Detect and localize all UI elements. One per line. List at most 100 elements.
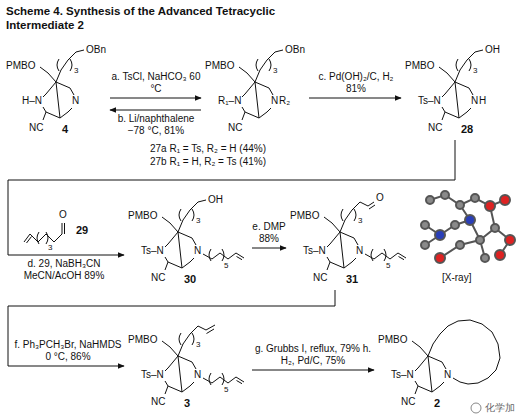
scheme-title: Scheme 4. Synthesis of the Advanced Tetr… [6,4,316,32]
chain-subscript: 3 [48,243,52,252]
chain-subscript: 3 [358,216,362,225]
drawing-use [162,217,196,270]
atom-label: O [59,209,67,221]
compound-4-art [40,50,84,120]
drawing-circle [476,236,484,244]
drawing-circle [456,201,464,209]
watermark: 化学加 [485,402,515,414]
atom-label: PMBO [6,60,35,72]
drawing-circle [471,194,479,202]
atom-label: NC [401,396,415,408]
compound-30-art [162,200,244,270]
drawing-circle [465,215,475,225]
chain-subscript: 3 [273,66,277,75]
drawing-use [178,202,198,232]
atom-label: Ts–N [141,245,164,257]
atom-label: H [479,95,486,107]
reaction-arrow [8,140,455,255]
atom-label: PMBO [205,60,234,72]
drawing-circle [491,224,499,232]
compound-28-art [439,50,483,120]
atom-label: N [471,95,478,107]
atom-label: Ts–N [303,245,326,257]
chain-subscript: 5 [224,261,228,270]
drawing-use [412,341,446,394]
atom-label: O [376,192,384,204]
drawing-use [178,326,198,356]
drawing-use [324,217,358,270]
reaction-arrow [8,290,335,366]
drawing-circle [441,191,449,199]
atom-label: NC [151,272,165,284]
atom-label: H–N [22,95,42,107]
reaction-arrow [252,248,286,249]
drawing-circle [505,235,515,245]
xray-structure [421,191,515,263]
drawing-circle [500,195,510,205]
reagent-label: c. Pd(OH)₂/C, H₂ 81% [310,71,402,95]
atom-label: OBn [86,44,106,56]
atom-label: 27b R₁ = H, R₂ = Ts (41%) [150,156,266,168]
atom-label: R₂ [279,95,290,107]
atom-label: Ts–N [418,95,441,107]
drawing-use [203,249,244,261]
drawing-use [255,52,275,82]
chain-subscript: 3 [196,216,200,225]
drawing-use [203,373,244,385]
atom-label: 27a R₁ = Ts, R₂ = H (44%) [150,143,266,155]
drawing-use [198,200,206,202]
drawing-circle [451,221,459,229]
atom-label: PMBO [405,60,434,72]
compound-29-art [24,223,65,244]
chain-subscript: 3 [196,340,200,349]
chain-subscript: 5 [224,385,228,394]
reaction-arrow [309,98,401,99]
reaction-arrow [110,98,201,99]
atom-label: PMBO [378,334,407,346]
reagent-label: d. 29, NaBH₃CN MeCN/AcOH 89% [12,258,116,282]
reagent-label: a. TsCl, NaHCO₃ 60 °C [108,71,204,95]
drawing-use [455,52,475,82]
atom-label: OH [485,44,500,56]
atom-label: NC [29,122,43,134]
drawing-use [365,249,406,261]
atom-label: Ts–N [141,369,164,381]
compound-structure: O329 [24,212,94,248]
xray-panel: [X-ray] [412,184,524,288]
atom-label: N [356,245,363,257]
drawing-circle [485,201,495,211]
atom-label: NC [151,396,165,408]
compound-structure: PMBO3Ts–NN5NC3 [128,316,248,412]
compound-2-art [412,320,500,394]
reagent-label: g. Grubbs I, reflux, 79% h. H₂, Pd/C, 75… [253,343,373,367]
drawing-circle [435,230,445,240]
reagent-label: e. DMP 88% [247,221,291,245]
chain-subscript: 3 [74,66,78,75]
compound-structure: PMBOOH3Ts–NNHNC28 [405,42,505,138]
compound-structure: PMBOTs–NNNC2 [378,316,503,412]
drawing-use [56,52,76,82]
compound-number: 30 [184,273,196,286]
chain-subscript: 5 [386,261,390,270]
drawing-circle [421,221,429,229]
drawing-use [340,202,360,232]
reagent-label: b. Li/naphthalene −78 °C, 81% [108,113,204,137]
drawing-use [198,325,215,334]
compound-structure: PMBOOH3Ts–NN5NC30 [128,192,248,288]
drawing-path [425,195,510,258]
atom-label: Ts–N [391,369,414,381]
drawing-use [162,341,196,394]
drawing-use [76,50,84,52]
atom-label: OBn [285,44,305,56]
drawing-use [439,67,473,120]
atom-label: [X-ray] [442,272,471,284]
drawing-path [24,223,65,244]
drawing-circle [435,253,445,263]
compound-structure: PMBOOBn3R₁–NNR₂NC27a R₁ = Ts, R₂ = H (44… [205,42,305,138]
compound-27-art [239,50,283,120]
compound-number: 2 [434,397,440,410]
drawing-use [475,50,483,52]
compound-number: 29 [76,224,88,237]
atom-label: NC [313,272,327,284]
